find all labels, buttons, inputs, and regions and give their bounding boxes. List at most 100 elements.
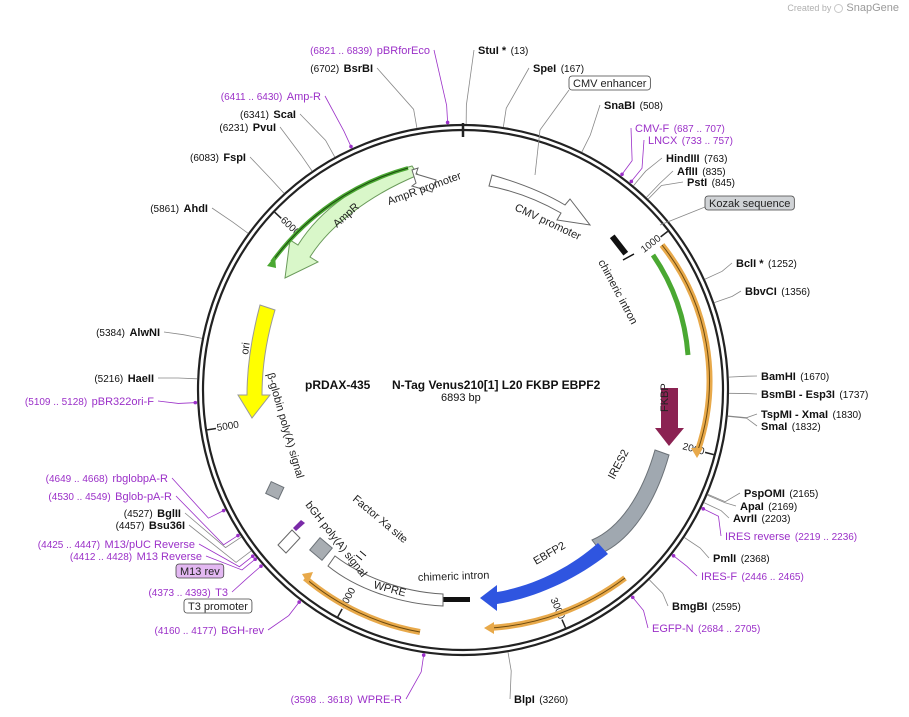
primer-site-mark [250, 554, 255, 558]
enzyme-leader-line [184, 512, 242, 549]
enzyme-name: StuI * [478, 45, 507, 57]
plasmid-length: 6893 bp [441, 392, 481, 404]
enzyme-label: (6231) PvuI [219, 118, 276, 135]
primer-leader-line [671, 554, 698, 577]
enzyme-position: (5216) [94, 374, 123, 385]
enzyme-label: (6341) ScaI [240, 105, 296, 122]
label-leaders [157, 49, 758, 700]
enzyme-position: (1670) [800, 372, 829, 383]
enzyme-name: BmgBI [672, 601, 707, 613]
enzyme-label: BsmBI - Esp3I (1737) [761, 385, 868, 402]
primer-leader-line [405, 653, 425, 700]
enzyme-leader-line [646, 170, 674, 198]
watermark-brand: SnapGene [846, 2, 899, 14]
enzyme-label: BlpI (3260) [514, 690, 568, 707]
enzyme-leader-line [728, 375, 758, 378]
cmv-promoter-arrow [488, 174, 592, 226]
primer-name: M13 Reverse [137, 551, 202, 563]
enzyme-position: (508) [640, 101, 663, 112]
enzyme-position: (5384) [96, 328, 125, 339]
enzyme-leader-line [704, 262, 733, 280]
primer-site-mark [221, 508, 226, 513]
primer-site-mark [701, 506, 706, 511]
feature-label: FKBP [659, 383, 671, 412]
enzyme-position: (5861) [150, 204, 179, 215]
enzyme-position: (1830) [832, 410, 861, 421]
orf-gold-arrow-left-head [302, 572, 313, 584]
enzyme-leader-line [465, 49, 475, 125]
ebfp2-arrow [480, 543, 608, 611]
primer-leader-line [198, 543, 255, 568]
primer-position: (687 .. 707) [674, 124, 725, 135]
enzyme-label: (6702) BsrBI [310, 59, 373, 76]
boxed-feature-frame [175, 563, 225, 579]
enzyme-leader-line [502, 67, 530, 128]
primer-label: (4649 .. 4668) rbglobpA-R [46, 469, 168, 486]
primer-name: IRES-F [701, 571, 737, 583]
primer-label: (3598 .. 3618) WPRE-R [291, 690, 402, 707]
enzyme-name: AflII [677, 166, 698, 178]
ampr-promoter-arrow [410, 167, 437, 193]
enzyme-leader-line [649, 579, 669, 607]
enzyme-name: AlwNI [129, 327, 160, 339]
snapgene-logo-icon [834, 3, 844, 13]
primer-label: (6821 .. 6839) pBRforEco [310, 41, 430, 58]
enzyme-name: ApaI [740, 501, 764, 513]
primer-name: BGH-rev [221, 625, 264, 637]
boxed-feature-frame [704, 195, 795, 211]
enzyme-name: BglII [157, 508, 181, 520]
primer-label: (4425 .. 4447) M13/pUC Reverse [38, 535, 195, 552]
primer-name: LNCX [648, 135, 678, 147]
primer-leader-line [629, 139, 645, 184]
primer-leader-line [620, 127, 633, 177]
enzyme-label: AvrII (2203) [733, 509, 790, 526]
primer-label: (6411 .. 6430) Amp-R [221, 87, 321, 104]
tick-mark [704, 451, 714, 456]
primer-site-mark [253, 557, 257, 562]
tick-mark [660, 230, 669, 238]
primer-name: pBRforEco [377, 45, 430, 57]
enzyme-label: SpeI (167) [533, 59, 584, 76]
primer-leader-line [324, 95, 353, 149]
wpre-block [327, 555, 444, 607]
feature-label: EBFP2 [532, 540, 568, 568]
primer-leader-line [267, 600, 301, 631]
cmv-enhancer-leader-2 [534, 129, 541, 176]
boxed-feature-label: CMV enhancer [573, 78, 647, 90]
primer-position: (3598 .. 3618) [291, 695, 353, 706]
fkbp-arrow [655, 388, 684, 446]
primer-position: (2446 .. 2465) [742, 572, 804, 583]
chimeric-intron-top-mark [609, 234, 629, 256]
enzyme-leader-line [714, 290, 742, 303]
enzyme-position: (6702) [310, 64, 339, 75]
feature-label: Factor Xa site [350, 493, 410, 546]
primer-name: Bglob-pA-R [115, 491, 172, 503]
primer-name: Amp-R [287, 91, 321, 103]
feature-label: chimeric intron [418, 570, 490, 584]
primer-leader-line [631, 595, 649, 629]
cmv-enhancer-leader [539, 89, 570, 131]
snapgene-watermark: Created by SnapGene [787, 2, 899, 14]
enzyme-position: (1737) [839, 390, 868, 401]
enzyme-position: (2368) [741, 554, 770, 565]
enzyme-label: (5216) HaeII [94, 369, 154, 386]
enzyme-position: (2165) [789, 489, 818, 500]
enzyme-position: (6341) [240, 110, 269, 121]
primer-site-mark [620, 172, 624, 177]
primer-position: (2684 .. 2705) [698, 624, 760, 635]
enzyme-label: BbvCI (1356) [745, 282, 810, 299]
primer-position: (4160 .. 4177) [155, 626, 217, 637]
enzyme-position: (763) [704, 154, 727, 165]
ampr-green-arc-core [271, 167, 409, 263]
enzyme-position: (2595) [712, 602, 741, 613]
enzyme-name: PspOMI [744, 488, 785, 500]
primer-site-mark [421, 653, 426, 657]
enzyme-leader-line [299, 113, 336, 158]
primer-site-mark [445, 120, 450, 125]
enzyme-label: PstI (845) [687, 173, 735, 190]
primer-label: CMV-F (687 .. 707) [635, 119, 725, 136]
factor-xa-mark-2 [355, 554, 363, 561]
enzyme-label: BclI * (1252) [736, 254, 797, 271]
factor-xa-mark-1 [359, 550, 367, 557]
